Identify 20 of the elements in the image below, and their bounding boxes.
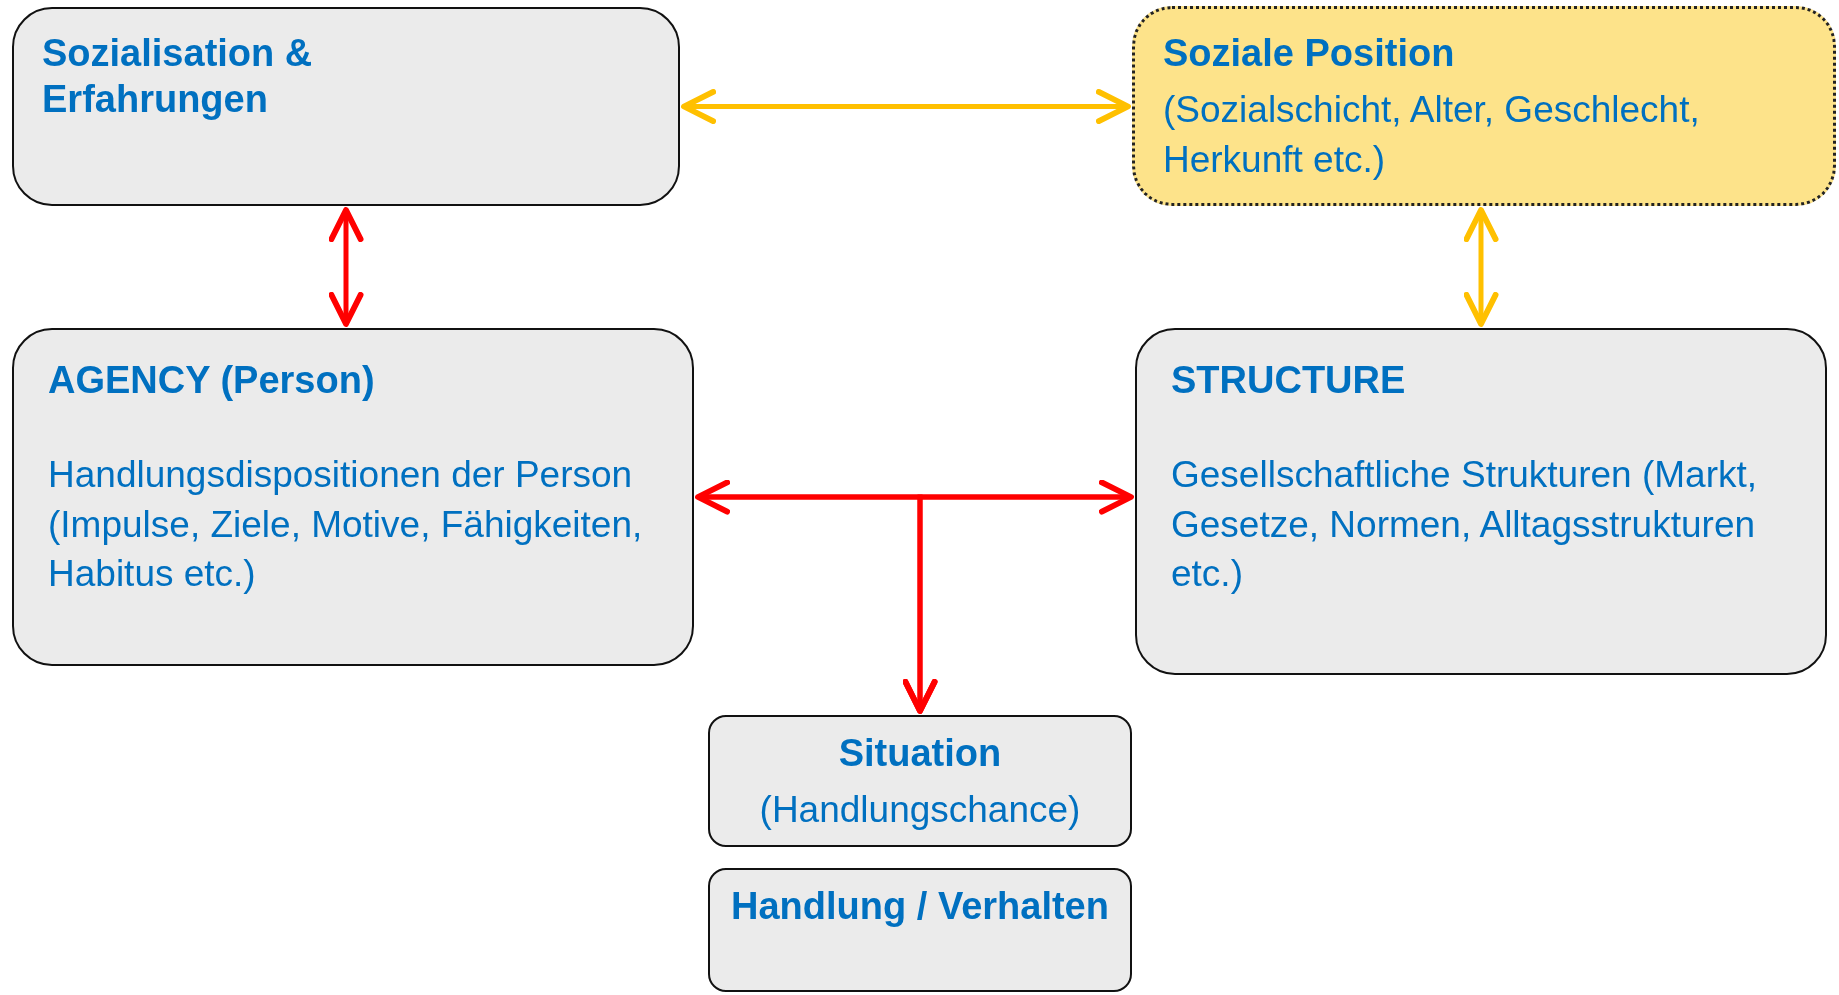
box-title: Handlung / Verhalten <box>730 884 1110 929</box>
process-box <box>12 7 680 206</box>
box-title: AGENCY (Person) <box>48 358 376 403</box>
arrow <box>1463 207 1499 327</box>
arrow <box>328 207 364 327</box>
process-box <box>1135 328 1827 675</box>
box-text: Gesellschaftliche Strukturen (Markt, Gesetze, Normen, Alltagsstrukturen etc.) <box>1171 452 1759 597</box>
process-box <box>708 868 1132 992</box>
box-title: Situation <box>837 731 1003 776</box>
highlight-box <box>1132 6 1836 206</box>
box-text: (Handlungschance) <box>758 787 1082 832</box>
arrow <box>695 479 1134 515</box>
box-text: Handlungsdispositionen der Person (Impulse, Ziele, Motive, Fähigkeiten, Habitus etc.) <box>48 452 644 597</box>
box-title: STRUCTURE <box>1171 358 1407 403</box>
arrow <box>681 89 1131 124</box>
box-title: Soziale Position <box>1163 31 1456 76</box>
box-title: Sozialisation & Erfahrungen <box>42 31 314 122</box>
process-box <box>708 715 1132 847</box>
box-text: (Sozialschicht, Alter, Geschlecht, Herkunft etc.) <box>1163 87 1701 182</box>
process-box <box>12 328 694 666</box>
